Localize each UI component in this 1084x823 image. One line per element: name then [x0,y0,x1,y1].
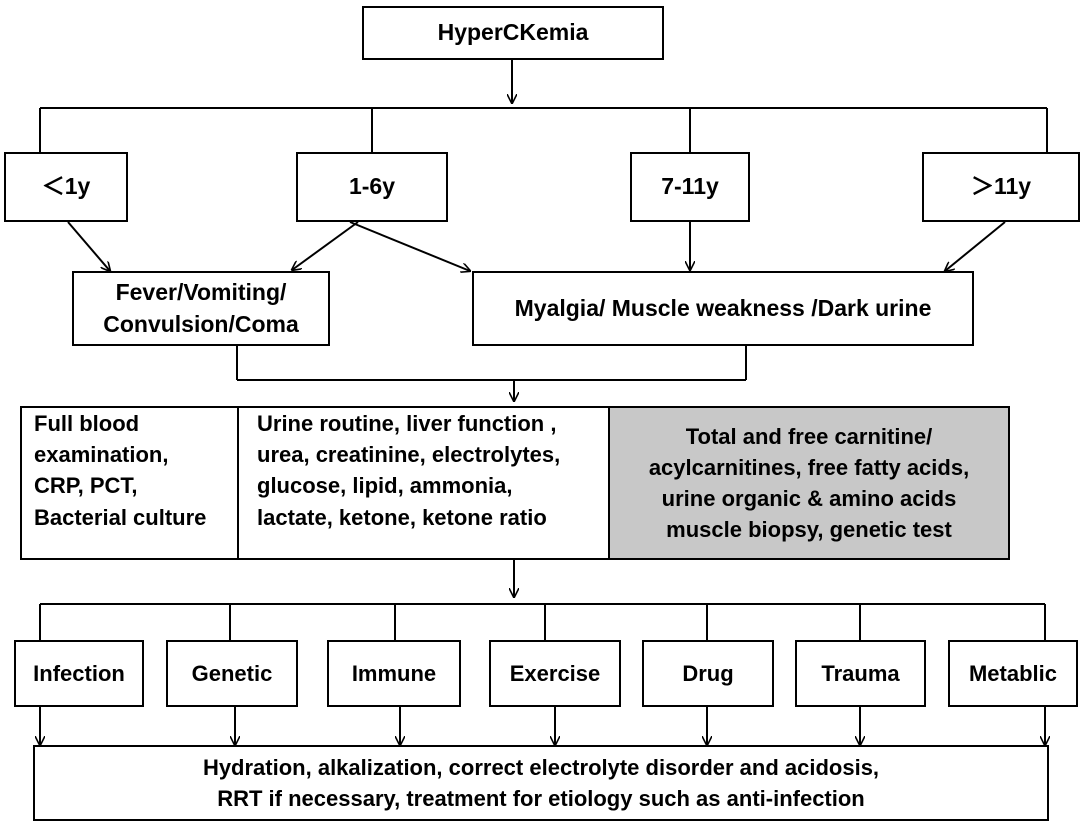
node-hyperckemia: HyperCKemia [362,6,664,60]
cause-label: Infection [33,660,125,686]
node-age-over-11: ＞11y [922,152,1080,222]
cause-label: Exercise [509,660,601,686]
tests-biochem-line: Urine routine, liver function , [257,411,557,436]
tests-metabolic-line: acylcarnitines, free fatty acids, [648,454,970,480]
arrow-age1-acute [67,221,110,271]
cause-label: Drug [682,660,734,686]
node-age-label: ＜1y [41,173,91,200]
node-cause-drug: Drug [642,640,774,707]
node-symptoms-acute: Fever/Vomiting/ Convulsion/Coma [72,271,330,346]
arrow-age2-muscle [349,221,470,271]
node-age-label: 1-6y [348,173,396,200]
node-symptoms-muscle: Myalgia/ Muscle weakness /Dark urine [472,271,974,346]
node-age-label: 7-11y [661,173,719,200]
tests-blood-line: Bacterial culture [34,504,207,530]
node-cause-infection: Infection [14,640,144,707]
tests-biochem-line: glucose, lipid, ammonia, [257,473,513,499]
node-tests-biochemistry: Urine routine, liver function , urea, cr… [237,406,610,560]
arrow-age4-muscle [945,221,1006,271]
node-age-7-11: 7-11y [630,152,750,222]
symptoms-acute-line: Convulsion/Coma [103,310,299,337]
arrow-age2-acute [292,221,359,270]
node-cause-immune: Immune [327,640,461,707]
tests-blood-line: examination, [34,442,169,468]
cause-label: Trauma [821,660,900,686]
node-tests-blood: Full blood examination, CRP, PCT, Bacter… [20,406,239,560]
cause-label: Metablic [968,660,1058,686]
tests-metabolic-line: Total and free carnitine/ [685,423,933,449]
cause-label: Genetic [191,660,273,686]
tests-metabolic-line: muscle biopsy, genetic test [666,517,952,543]
node-hyperckemia-label: HyperCKemia [437,19,589,46]
tests-biochem-line: lactate, ketone, ketone ratio [257,504,547,530]
node-tests-metabolic: Total and free carnitine/ acylcarnitines… [608,406,1010,560]
symptoms-muscle-label: Myalgia/ Muscle weakness /Dark urine [514,294,932,321]
tests-blood-line: CRP, PCT, [34,473,138,499]
treatment-line: RRT if necessary, treatment for etiology… [217,786,865,811]
node-cause-genetic: Genetic [166,640,298,707]
node-cause-metabolic: Metablic [948,640,1078,707]
tests-blood-line: Full blood [34,411,140,436]
node-age-under-1: ＜1y [4,152,128,222]
node-age-1-6: 1-6y [296,152,448,222]
node-treatment: Hydration, alkalization, correct electro… [33,745,1049,821]
tests-metabolic-line: urine organic & amino acids [661,486,957,511]
node-cause-trauma: Trauma [795,640,926,707]
cause-label: Immune [351,660,437,686]
symptoms-acute-line: Fever/Vomiting/ [115,279,287,306]
treatment-line: Hydration, alkalization, correct electro… [202,754,880,780]
node-cause-exercise: Exercise [489,640,621,707]
node-age-label: ＞11y [970,173,1032,200]
tests-biochem-line: urea, creatinine, electrolytes, [257,442,561,468]
